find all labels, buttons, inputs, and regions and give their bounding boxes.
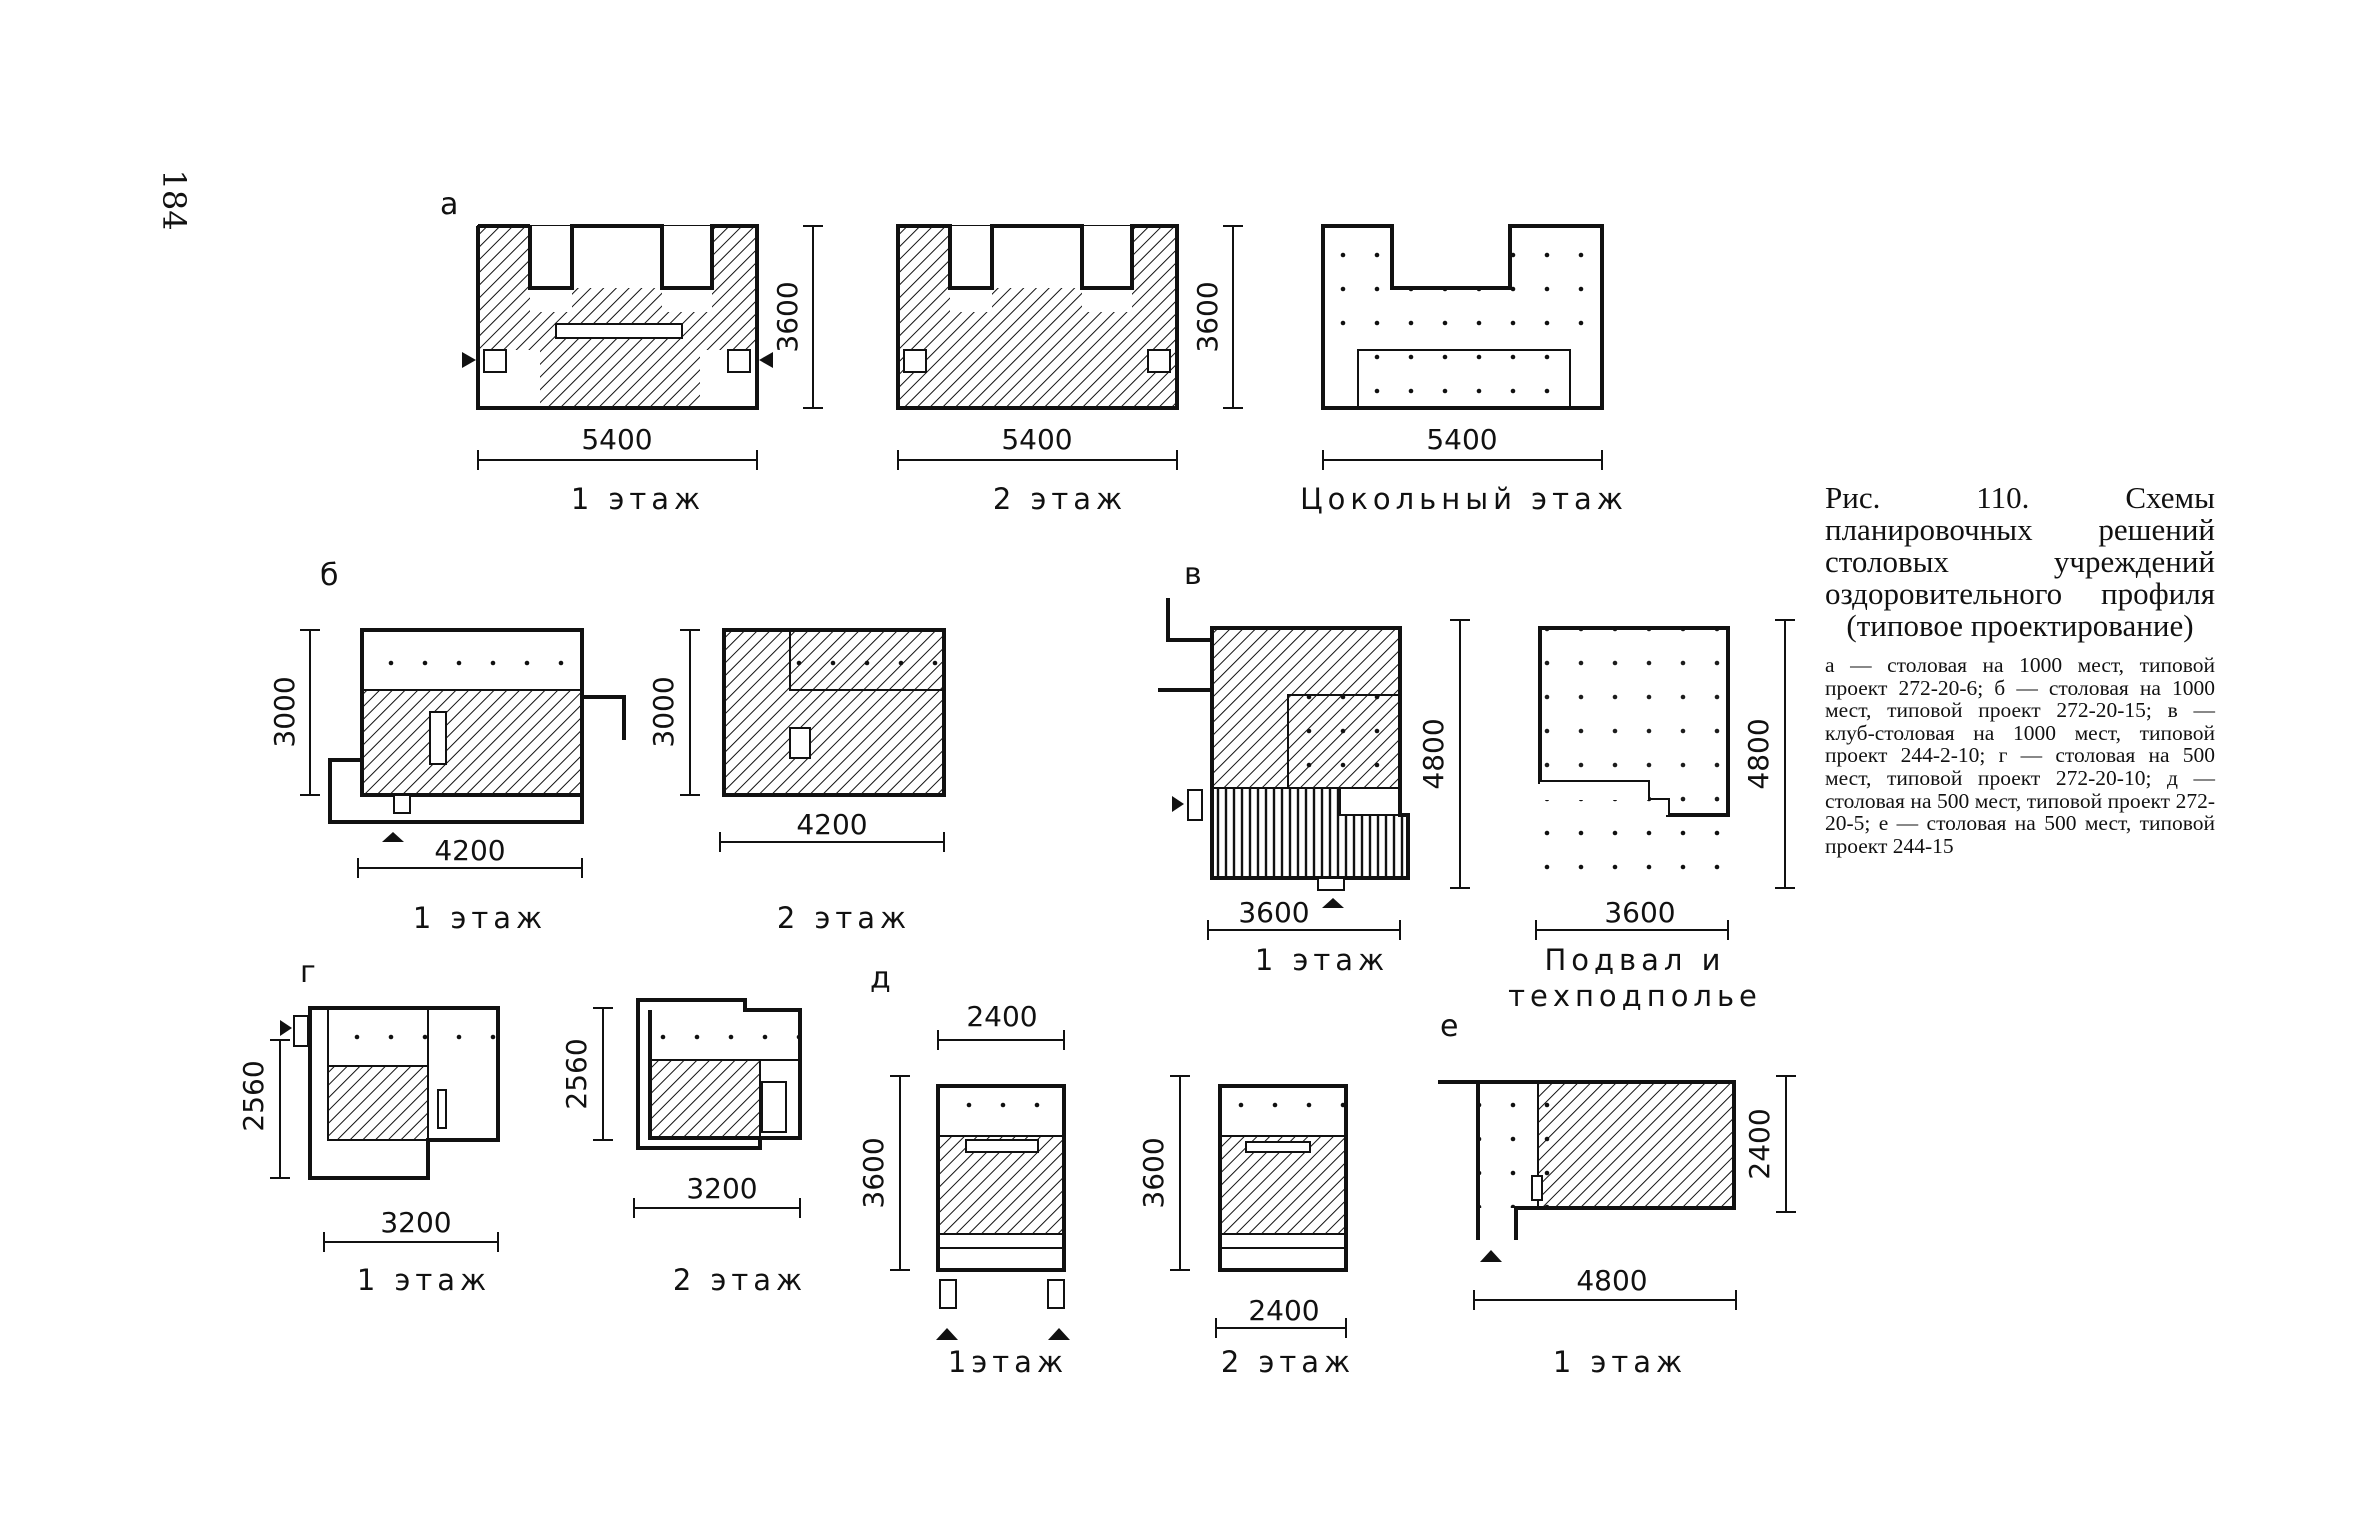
- dim-width: 4800: [1576, 1264, 1647, 1297]
- dim-height: 4800: [1417, 718, 1450, 789]
- figure-caption: Рис. 110. Схемы планировочных решений ст…: [1825, 480, 2215, 858]
- plan-g-floor-1: 3200 2560 1 этаж: [237, 1006, 500, 1297]
- dim-height: 3000: [647, 676, 680, 747]
- dim-height: 3000: [268, 676, 301, 747]
- dim-height: 2400: [1743, 1108, 1776, 1179]
- dim-height: 3600: [1191, 281, 1224, 352]
- plan-b-floor-1: 4200 3000 1 этаж: [268, 628, 626, 935]
- dim-width: 4200: [434, 834, 505, 867]
- dim-height: 3600: [1137, 1137, 1170, 1208]
- caption-title: Рис. 110. Схемы планировочных решений ст…: [1825, 480, 2215, 643]
- plan-a-floor-1: 5400 3600 1 этаж: [462, 224, 823, 516]
- group-letter-b: б: [320, 558, 339, 593]
- dim-height: 2560: [560, 1038, 593, 1109]
- group-b: б 4200 3000 1 этаж: [268, 558, 946, 935]
- group-letter-g: г: [300, 955, 316, 990]
- group-e: е 4800 2400 1 этаж: [1438, 1009, 1796, 1379]
- dim-width: 2400: [966, 1000, 1037, 1033]
- page-number: 184: [155, 169, 193, 230]
- dim-width: 4200: [796, 808, 867, 841]
- plan-a-floor-2: 5400 3600 2 этаж: [896, 224, 1243, 516]
- plan-label: 1 этаж: [1255, 943, 1389, 977]
- dim-width: 5400: [1001, 423, 1072, 456]
- plan-a-basement: 5400 Цокольный этаж: [1300, 224, 1628, 516]
- dim-height: 3600: [771, 281, 804, 352]
- plan-label: Цокольный этаж: [1300, 482, 1628, 516]
- dim-width: 5400: [1426, 423, 1497, 456]
- plan-label-line-1: Подвал и: [1544, 943, 1725, 977]
- group-a: а 5400 3600 1 этаж: [440, 187, 1628, 516]
- dim-width: 3200: [686, 1172, 757, 1205]
- plan-label: 2 этаж: [777, 901, 911, 935]
- group-letter-e: е: [1440, 1009, 1458, 1044]
- plan-label: 2 этаж: [1221, 1345, 1355, 1379]
- plan-label: 1 этаж: [571, 482, 705, 516]
- plan-label: 1этаж: [948, 1345, 1068, 1379]
- plan-label: 2 этаж: [993, 482, 1127, 516]
- plan-g-floor-2: 3200 2560 2 этаж: [560, 998, 807, 1297]
- group-g: г 3200 2560 1 этаж: [237, 955, 807, 1297]
- plan-d-floor-1: 2400 3600 1этаж: [857, 1000, 1070, 1379]
- plan-e-floor-1: 4800 2400 1 этаж: [1438, 1075, 1796, 1379]
- dim-height: 2560: [237, 1060, 270, 1131]
- plan-v-floor-1: 3600 4800 1 этаж: [1158, 598, 1470, 977]
- dim-height: 4800: [1742, 718, 1775, 789]
- dim-width: 2400: [1248, 1294, 1319, 1327]
- plan-v-basement: 3600 4800 Подвал и техподполье: [1508, 619, 1795, 1013]
- plan-label: 1 этаж: [1553, 1345, 1687, 1379]
- plan-label: 1 этаж: [357, 1263, 491, 1297]
- dim-width: 3600: [1238, 896, 1309, 929]
- group-letter-d: д: [870, 961, 891, 996]
- group-letter-v: в: [1184, 557, 1202, 592]
- plan-label-line-2: техподполье: [1508, 979, 1762, 1013]
- plan-d-floor-2: 2400 3600 2 этаж: [1137, 1075, 1355, 1379]
- dim-width: 5400: [581, 423, 652, 456]
- dim-height: 3600: [857, 1137, 890, 1208]
- group-d: д 2400 3600 1этаж: [857, 961, 1355, 1379]
- dim-width: 3600: [1604, 896, 1675, 929]
- caption-body: а — столовая на 1000 мест, типовой проек…: [1825, 653, 2215, 858]
- plan-label: 1 этаж: [413, 901, 547, 935]
- plan-label: 2 этаж: [673, 1263, 807, 1297]
- plan-b-floor-2: 4200 3000 2 этаж: [647, 628, 946, 935]
- group-letter-a: а: [440, 187, 458, 222]
- dim-width: 3200: [380, 1206, 451, 1239]
- group-v: в 3600 4800 1 этаж: [1158, 557, 1795, 1013]
